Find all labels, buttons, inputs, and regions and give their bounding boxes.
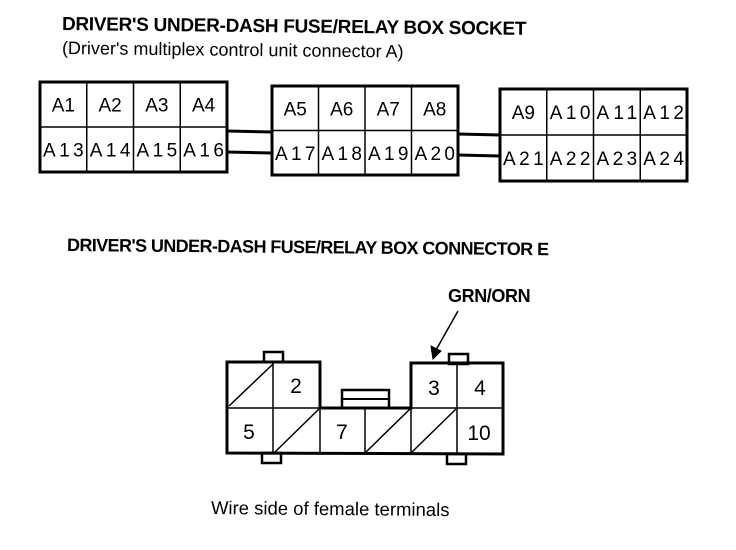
link-line (226, 129, 273, 134)
connector-e (225, 310, 505, 466)
wire-color-label: GRN/ORN (448, 286, 531, 306)
pin-a3: A3 (145, 96, 168, 117)
terminal-3: 3 (428, 377, 440, 400)
pin-a21: A21 (503, 149, 544, 170)
locking-tab (445, 452, 468, 466)
pin-a1: A1 (52, 96, 75, 117)
pin-a10: A10 (550, 103, 591, 124)
caption: Wire side of female terminals (210, 497, 450, 521)
pin-a2: A2 (99, 96, 122, 117)
pin-a17: A17 (275, 144, 316, 165)
connector-outline (225, 360, 505, 456)
empty-cavity-mark (274, 408, 320, 453)
pin-a24: A24 (643, 149, 684, 170)
pin-a4: A4 (192, 96, 216, 117)
wire-pointer-line (435, 310, 459, 351)
empty-cavity-mark (411, 408, 457, 453)
arrow-head-icon (430, 345, 442, 361)
socket-link-lines (226, 129, 501, 158)
link-line (226, 150, 273, 155)
pin-a8: A8 (423, 99, 446, 120)
terminal-5: 5 (243, 421, 255, 444)
pin-a23: A23 (597, 149, 638, 170)
pin-a7: A7 (377, 99, 400, 120)
pin-a19: A19 (368, 144, 409, 165)
terminal-2: 2 (290, 375, 302, 398)
pin-a12: A12 (643, 103, 684, 124)
empty-cavity-mark (228, 363, 274, 407)
terminal-4: 4 (474, 377, 486, 400)
pin-a22: A22 (550, 149, 591, 170)
connector-e-title: DRIVER'S UNDER-DASH FUSE/RELAY BOX CONNE… (66, 235, 549, 260)
pin-a5: A5 (284, 99, 307, 120)
terminal-7: 7 (336, 421, 348, 444)
link-line (457, 153, 501, 158)
pin-a9: A9 (512, 103, 535, 124)
pin-a18: A18 (322, 144, 363, 165)
link-line (457, 132, 501, 137)
pin-a16: A16 (183, 141, 224, 162)
terminal-10: 10 (467, 422, 490, 445)
pin-a14: A14 (90, 141, 131, 162)
pin-a6: A6 (330, 99, 353, 120)
pin-a11: A11 (597, 103, 638, 124)
pin-a20: A20 (415, 144, 456, 165)
empty-cavity-mark (365, 408, 411, 453)
pin-a15: A15 (137, 141, 178, 162)
pin-a13: A13 (43, 141, 84, 162)
